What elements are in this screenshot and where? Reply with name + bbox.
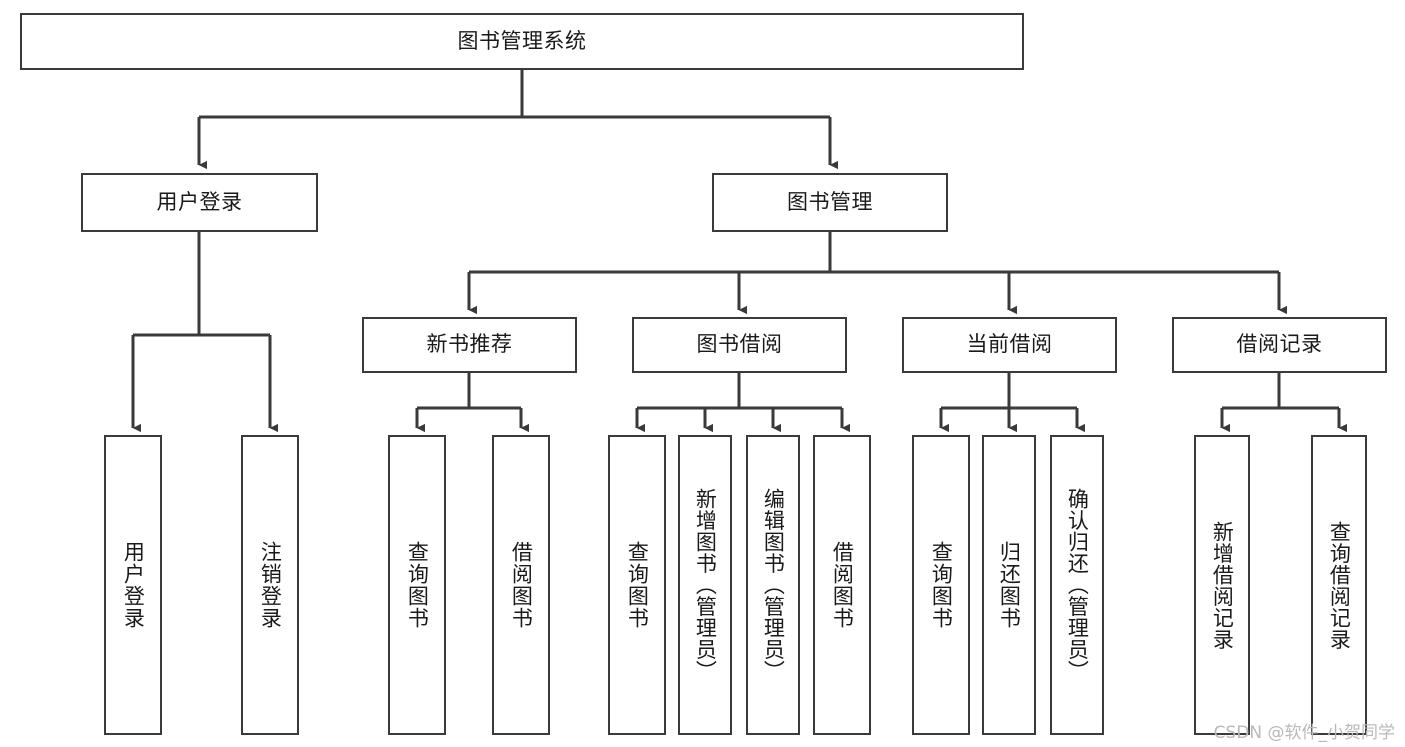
node-user-login[interactable]: 用户登录 xyxy=(81,173,318,232)
node-borrow-record-label: 借阅记录 xyxy=(1236,332,1323,357)
node-leaf-query-book-1[interactable]: 查询图书 xyxy=(388,435,446,735)
node-leaf-confirm-return[interactable]: 确认归还（管理员） xyxy=(1050,435,1104,735)
node-leaf-edit-book-label: 编辑图书（管理员） xyxy=(761,488,786,682)
node-borrow-record[interactable]: 借阅记录 xyxy=(1172,317,1387,373)
node-book-manage[interactable]: 图书管理 xyxy=(712,173,948,232)
node-leaf-add-book[interactable]: 新增图书（管理员） xyxy=(678,435,732,735)
node-leaf-borrow-book-1[interactable]: 借阅图书 xyxy=(492,435,550,735)
node-leaf-add-record-label: 新增借阅记录 xyxy=(1210,520,1235,650)
node-new-book-rec[interactable]: 新书推荐 xyxy=(362,317,577,373)
node-leaf-user-login-label: 用户登录 xyxy=(121,541,146,629)
node-leaf-borrow-book-1-label: 借阅图书 xyxy=(509,541,534,629)
node-leaf-query-record-label: 查询借阅记录 xyxy=(1327,520,1352,650)
node-book-manage-label: 图书管理 xyxy=(787,189,873,214)
node-leaf-query-book-2[interactable]: 查询图书 xyxy=(608,435,666,735)
node-current-borrow-label: 当前借阅 xyxy=(966,332,1053,357)
node-current-borrow[interactable]: 当前借阅 xyxy=(902,317,1117,373)
node-leaf-borrow-book-2-label: 借阅图书 xyxy=(830,541,855,629)
node-leaf-user-login[interactable]: 用户登录 xyxy=(104,435,162,735)
node-book-borrow[interactable]: 图书借阅 xyxy=(632,317,847,373)
node-leaf-logout-label: 注销登录 xyxy=(258,541,283,629)
node-leaf-confirm-return-label: 确认归还（管理员） xyxy=(1065,488,1090,682)
node-leaf-borrow-book-2[interactable]: 借阅图书 xyxy=(813,435,871,735)
node-leaf-add-book-label: 新增图书（管理员） xyxy=(693,488,718,682)
node-leaf-query-book-3[interactable]: 查询图书 xyxy=(912,435,970,735)
node-new-book-rec-label: 新书推荐 xyxy=(426,332,513,357)
node-leaf-add-record[interactable]: 新增借阅记录 xyxy=(1194,435,1250,735)
node-leaf-query-record[interactable]: 查询借阅记录 xyxy=(1311,435,1367,735)
node-leaf-query-book-2-label: 查询图书 xyxy=(625,541,650,629)
node-leaf-return-book[interactable]: 归还图书 xyxy=(982,435,1036,735)
watermark-text: CSDN @软件_小贺同学 xyxy=(1213,723,1395,743)
node-leaf-logout[interactable]: 注销登录 xyxy=(241,435,299,735)
node-leaf-query-book-1-label: 查询图书 xyxy=(405,541,430,629)
node-book-borrow-label: 图书借阅 xyxy=(696,332,783,357)
node-leaf-query-book-3-label: 查询图书 xyxy=(929,541,954,629)
node-leaf-edit-book[interactable]: 编辑图书（管理员） xyxy=(746,435,800,735)
node-leaf-return-book-label: 归还图书 xyxy=(997,541,1022,629)
node-root[interactable]: 图书管理系统 xyxy=(20,13,1024,70)
node-root-label: 图书管理系统 xyxy=(457,28,587,53)
node-user-login-label: 用户登录 xyxy=(156,189,243,214)
